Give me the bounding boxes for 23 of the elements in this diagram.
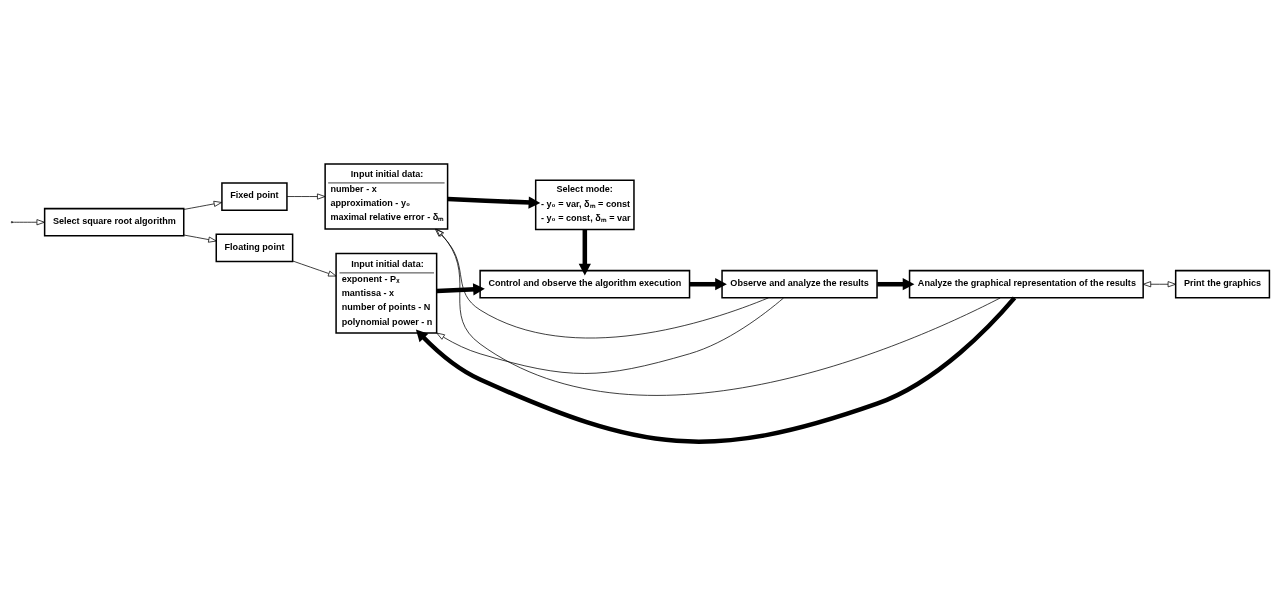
arrow [689, 278, 727, 291]
arrow [286, 193, 326, 200]
arrow [436, 283, 485, 296]
arrow [877, 278, 915, 291]
arrow [436, 228, 1001, 396]
arrow [578, 229, 591, 276]
arrow [1142, 281, 1177, 288]
arrow [434, 228, 769, 339]
arrow [183, 234, 217, 243]
arrow [183, 200, 222, 210]
node-box: Floating point [215, 233, 294, 263]
node-box: Analyze the graphical representation of the results [908, 269, 1144, 299]
arrow [415, 296, 1017, 444]
node-box: Print the graphics [1174, 269, 1271, 299]
arrow [447, 196, 541, 209]
arrow [436, 297, 784, 374]
node-box: Control and observe the algorithm execution [479, 269, 691, 299]
arrow [292, 260, 337, 277]
node-box: Observe and analyze the results [721, 269, 878, 299]
arrow [11, 219, 45, 226]
node-box: Fixed point [221, 182, 288, 211]
node-box: Select square root algorithm [43, 207, 185, 237]
node-box: Select mode: - y₀ = var, δₘ = const - y₀ = const, δₘ = var [534, 179, 635, 231]
